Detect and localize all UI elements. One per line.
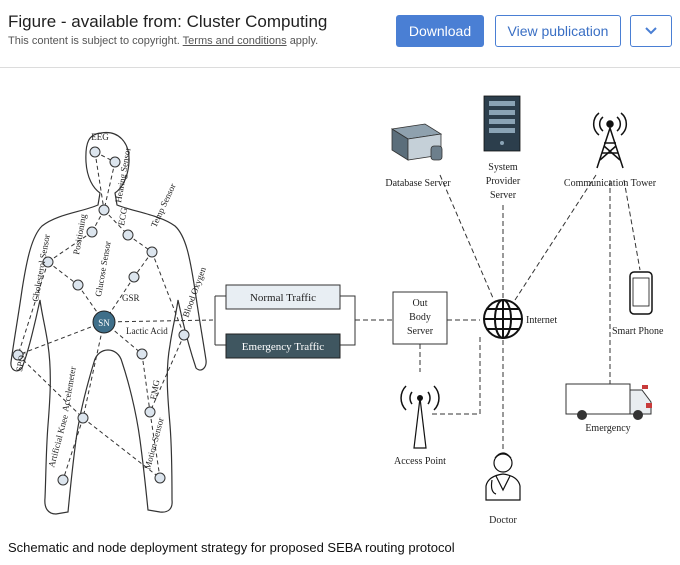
sink-node-label: SN (98, 318, 110, 328)
label-hearing: Hearing Sensor (113, 147, 133, 204)
ambulance-icon (565, 383, 652, 420)
doctor-label: Doctor (489, 515, 517, 526)
label-ecg: ECG (116, 206, 129, 226)
sensor-node-glucose (72, 279, 84, 291)
sensor-node-blood-oxygen (146, 246, 158, 258)
label-accelerometer: Accelemeter (60, 366, 78, 413)
sensor-labels: EEG Hearing Sensor Positioning ECG Temp … (14, 132, 208, 471)
network-links (419, 174, 641, 450)
sensor-node-knee (57, 474, 69, 486)
out-body-server-box (392, 291, 448, 345)
sensor-node-eeg (89, 146, 101, 158)
emergency-traffic-box (225, 333, 341, 359)
emergency-label: Emergency (585, 423, 630, 434)
smart-phone-icon (629, 271, 653, 315)
sensor-node-gsr (128, 271, 140, 283)
download-button[interactable]: Download (396, 15, 484, 47)
sensor-node-temp (122, 229, 134, 241)
access-point-label: Access Point (394, 456, 446, 467)
normal-traffic-box (225, 284, 341, 310)
copyright-prefix: This content is subject to copyright. (8, 35, 180, 47)
view-publication-button[interactable]: View publication (495, 15, 621, 47)
label-spo2: SPO₂ (14, 351, 27, 372)
smart-phone-label: Smart Phone (612, 326, 664, 337)
figure-title: Figure - available from: Cluster Computi… (8, 12, 328, 31)
label-gsr: GSR (122, 293, 140, 303)
access-point-icon (400, 385, 440, 449)
traffic-connectors (214, 295, 356, 346)
label-motion: Motion Sensor (142, 416, 165, 470)
figure-image[interactable]: SN EEG Hearing Sensor Positioning ECG Te… (0, 69, 680, 534)
doctor-icon (485, 452, 521, 501)
system-provider-server-icon (483, 95, 521, 152)
sensor-node-emg (144, 406, 156, 418)
label-emg: EMG (148, 378, 161, 400)
chevron-down-icon (645, 27, 657, 35)
label-eeg: EEG (91, 132, 109, 142)
system-provider-line-2: Provider (486, 176, 521, 187)
human-body-outline (10, 131, 207, 515)
figure-caption: Schematic and node deployment strategy f… (8, 540, 455, 555)
out-body-server-line-3: Server (407, 326, 434, 337)
system-provider-line-1: System (488, 162, 518, 173)
emergency-traffic-label: Emergency Traffic (242, 341, 324, 353)
sensor-node-cholesterol (42, 256, 54, 268)
sensor-node-lactic (136, 348, 148, 360)
sensor-node-ecg (98, 204, 110, 216)
copyright-suffix: apply. (289, 35, 319, 47)
label-positioning: Positioning (71, 213, 88, 256)
out-body-server-line-1: Out (413, 298, 428, 309)
copyright-notice: This content is subject to copyright. Te… (8, 35, 318, 47)
figure-header: Figure - available from: Cluster Computi… (0, 0, 680, 68)
label-glucose: Glucose Sensor (93, 240, 113, 297)
sensor-node-accelerometer (77, 412, 89, 424)
sensor-node-positioning (86, 226, 98, 238)
out-body-server-line-2: Body (409, 312, 431, 323)
internet-globe-icon (483, 299, 523, 339)
sensor-node-hearing (109, 156, 121, 168)
sink-node (92, 310, 116, 334)
label-temp: Temp Sensor (149, 182, 178, 229)
database-server-label: Database Server (385, 178, 451, 189)
communication-tower-label: Communication Tower (564, 178, 657, 189)
sensor-nodes (12, 146, 190, 486)
communication-tower-icon (592, 112, 628, 169)
system-provider-line-3: Server (490, 190, 517, 201)
label-cholesterol: Cholesterol Sensor (30, 233, 52, 302)
database-server-icon (390, 123, 443, 161)
internet-label: Internet (526, 315, 557, 326)
more-options-button[interactable] (630, 15, 672, 47)
label-lactic-acid: Lactic Acid (126, 326, 168, 336)
sensor-node-motion (154, 472, 166, 484)
sensor-node-hand-right (178, 329, 190, 341)
label-blood-oxygen: Blood Oxygen (180, 265, 208, 318)
label-artificial-knee: Artificial Knee (46, 414, 70, 469)
normal-traffic-label: Normal Traffic (250, 292, 316, 304)
terms-link[interactable]: Terms and conditions (182, 35, 287, 47)
sensor-node-spo2 (12, 349, 24, 361)
